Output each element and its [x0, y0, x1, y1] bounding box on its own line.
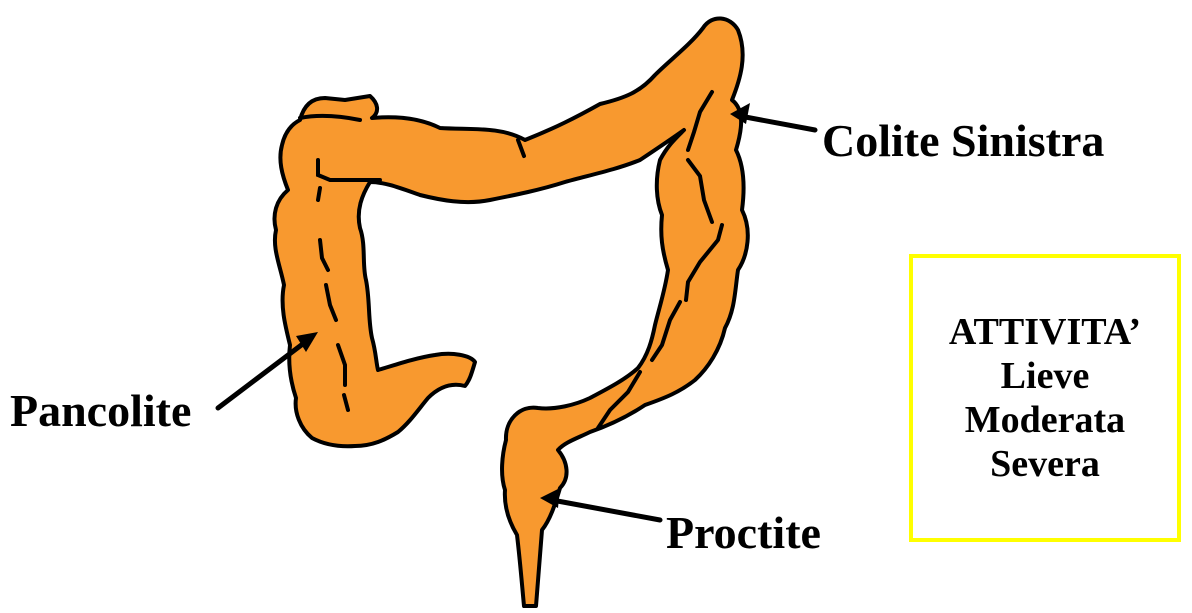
activity-level-severe: Severa — [990, 442, 1100, 486]
activity-title: ATTIVITA’ — [949, 310, 1141, 354]
activity-level-mild: Lieve — [1001, 354, 1090, 398]
activity-box: ATTIVITA’ Lieve Moderata Severa — [909, 254, 1181, 542]
proctite-label: Proctite — [666, 510, 821, 556]
arrow-colite-line — [740, 116, 815, 130]
haustra-line — [318, 188, 320, 200]
arrow-proctite-line — [552, 500, 660, 520]
pancolite-label: Pancolite — [10, 388, 191, 434]
activity-level-moderate: Moderata — [965, 398, 1125, 442]
colite-sinistra-label: Colite Sinistra — [822, 118, 1104, 164]
